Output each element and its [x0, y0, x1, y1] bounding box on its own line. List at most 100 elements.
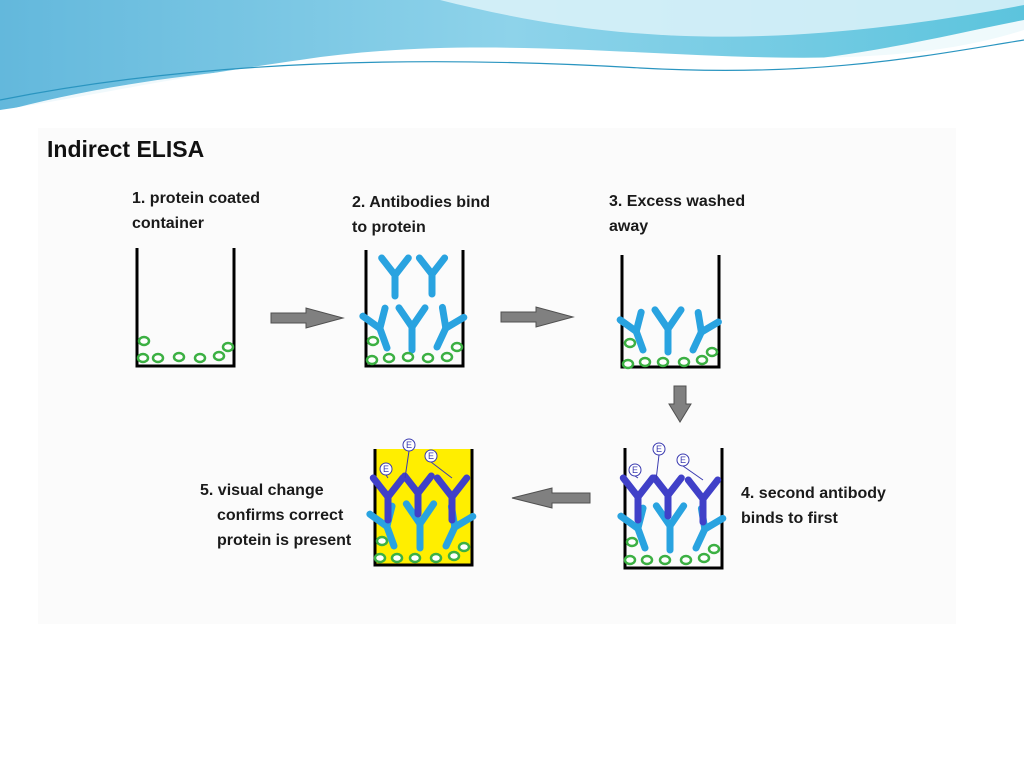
step-3-label: 3. Excess washed away [609, 189, 745, 239]
arrow-shape [511, 487, 591, 509]
arrow-step2-to-step3 [500, 306, 575, 328]
protein-ring [429, 552, 443, 564]
enzyme-label: E [379, 462, 393, 479]
container-wall [620, 255, 721, 369]
container-wall [623, 448, 724, 570]
protein-ring [421, 352, 435, 364]
protein-ring [695, 354, 709, 366]
antibody-arm [433, 474, 456, 501]
step-2-line-2: to protein [352, 219, 426, 236]
step-1-container [135, 248, 236, 368]
enzyme-link [404, 450, 410, 479]
protein-ring [440, 351, 454, 363]
arrow-step1-to-step2 [270, 307, 345, 329]
step-4-label: 4. second antibody binds to first [741, 481, 886, 531]
enzyme-label: E [652, 442, 666, 481]
enzyme-letter: E [428, 451, 434, 461]
enzyme-letter: E [656, 444, 662, 454]
protein-ring [707, 543, 721, 555]
arrow-shape [668, 385, 692, 423]
arrow-shape [270, 307, 345, 329]
protein-ring [677, 356, 691, 368]
step-4-line-1: 4. second antibody [741, 485, 886, 502]
step-5-line-1: 5. visual change [200, 482, 324, 499]
protein-ring [447, 550, 461, 562]
step-5-line-2: confirms correct [217, 507, 344, 524]
antibody-arm [697, 318, 722, 336]
step-2-line-1: 2. Antibodies bind [352, 194, 491, 211]
antibody-arm [408, 304, 429, 331]
diagram-panel [38, 128, 956, 624]
diagram-title: Indirect ELISA [47, 136, 205, 162]
enzyme-label: E [424, 449, 453, 479]
step-5-line-3: protein is present [217, 532, 352, 549]
protein-ring [625, 536, 639, 548]
protein-ring [193, 352, 207, 364]
enzyme-letter: E [383, 464, 389, 474]
header-wave-banner [0, 0, 1024, 118]
protein-ring [705, 346, 719, 358]
antibody-arm [448, 474, 471, 501]
arrow-shape [500, 306, 575, 328]
antibody-arm [428, 254, 449, 278]
secondary-antibody [401, 472, 435, 518]
protein-ring [621, 358, 635, 370]
bound-antibody [689, 309, 722, 354]
antibody-arm [699, 476, 722, 503]
protein-ring [640, 554, 654, 566]
antibody-arm [619, 474, 642, 501]
enzyme-circle [676, 453, 690, 467]
bound-antibody [402, 500, 438, 552]
antibody-arm [664, 306, 685, 333]
protein-ring [136, 352, 150, 364]
arrow-step3-to-step4 [668, 385, 692, 423]
enzyme-link [430, 461, 453, 479]
floating-antibody [415, 254, 449, 298]
step-3-container [616, 255, 722, 370]
step-4-line-2: binds to first [741, 510, 838, 527]
protein-ring [382, 352, 396, 364]
step-3-line-1: 3. Excess washed [609, 193, 746, 210]
antibody-arm [632, 308, 645, 335]
antibody-arm [442, 313, 468, 332]
enzyme-circle [424, 449, 438, 463]
secondary-antibody [433, 474, 471, 524]
antibody-arm [701, 514, 727, 533]
step-3-line-2: away [609, 218, 649, 235]
protein-ring [658, 554, 672, 566]
antibody-arm [414, 472, 435, 497]
protein-ring [365, 354, 379, 366]
enzyme-link [682, 465, 704, 481]
bound-antibody [616, 308, 647, 354]
bound-antibody [359, 304, 391, 352]
bound-antibody [651, 306, 685, 356]
protein-ring [151, 352, 165, 364]
step-1-line-1: 1. protein coated [132, 190, 261, 207]
antibody-arm [391, 254, 412, 279]
antibody-arm [684, 476, 707, 503]
container-wall [135, 248, 236, 368]
enzyme-letter: E [406, 440, 412, 450]
enzyme-circle [652, 442, 666, 456]
antibody-arm [395, 304, 416, 331]
protein-ring [375, 535, 389, 547]
protein-ring [137, 335, 151, 347]
secondary-antibody [619, 474, 657, 524]
protein-ring [408, 552, 422, 564]
bound-antibody [395, 304, 429, 354]
antibody-arm [651, 306, 672, 333]
antibody-arm [416, 500, 438, 528]
protein-ring [623, 337, 637, 349]
enzyme-label: E [628, 463, 642, 479]
protein-ring [656, 356, 670, 368]
secondary-antibody [651, 474, 685, 520]
protein-ring [638, 356, 652, 368]
antibody-arm [664, 474, 685, 499]
enzyme-circle [402, 438, 416, 452]
enzyme-letter: E [632, 465, 638, 475]
antibody-arm [666, 502, 688, 530]
bound-antibody [652, 502, 688, 554]
step-2-container [359, 250, 468, 368]
enzyme-letter: E [680, 455, 686, 465]
